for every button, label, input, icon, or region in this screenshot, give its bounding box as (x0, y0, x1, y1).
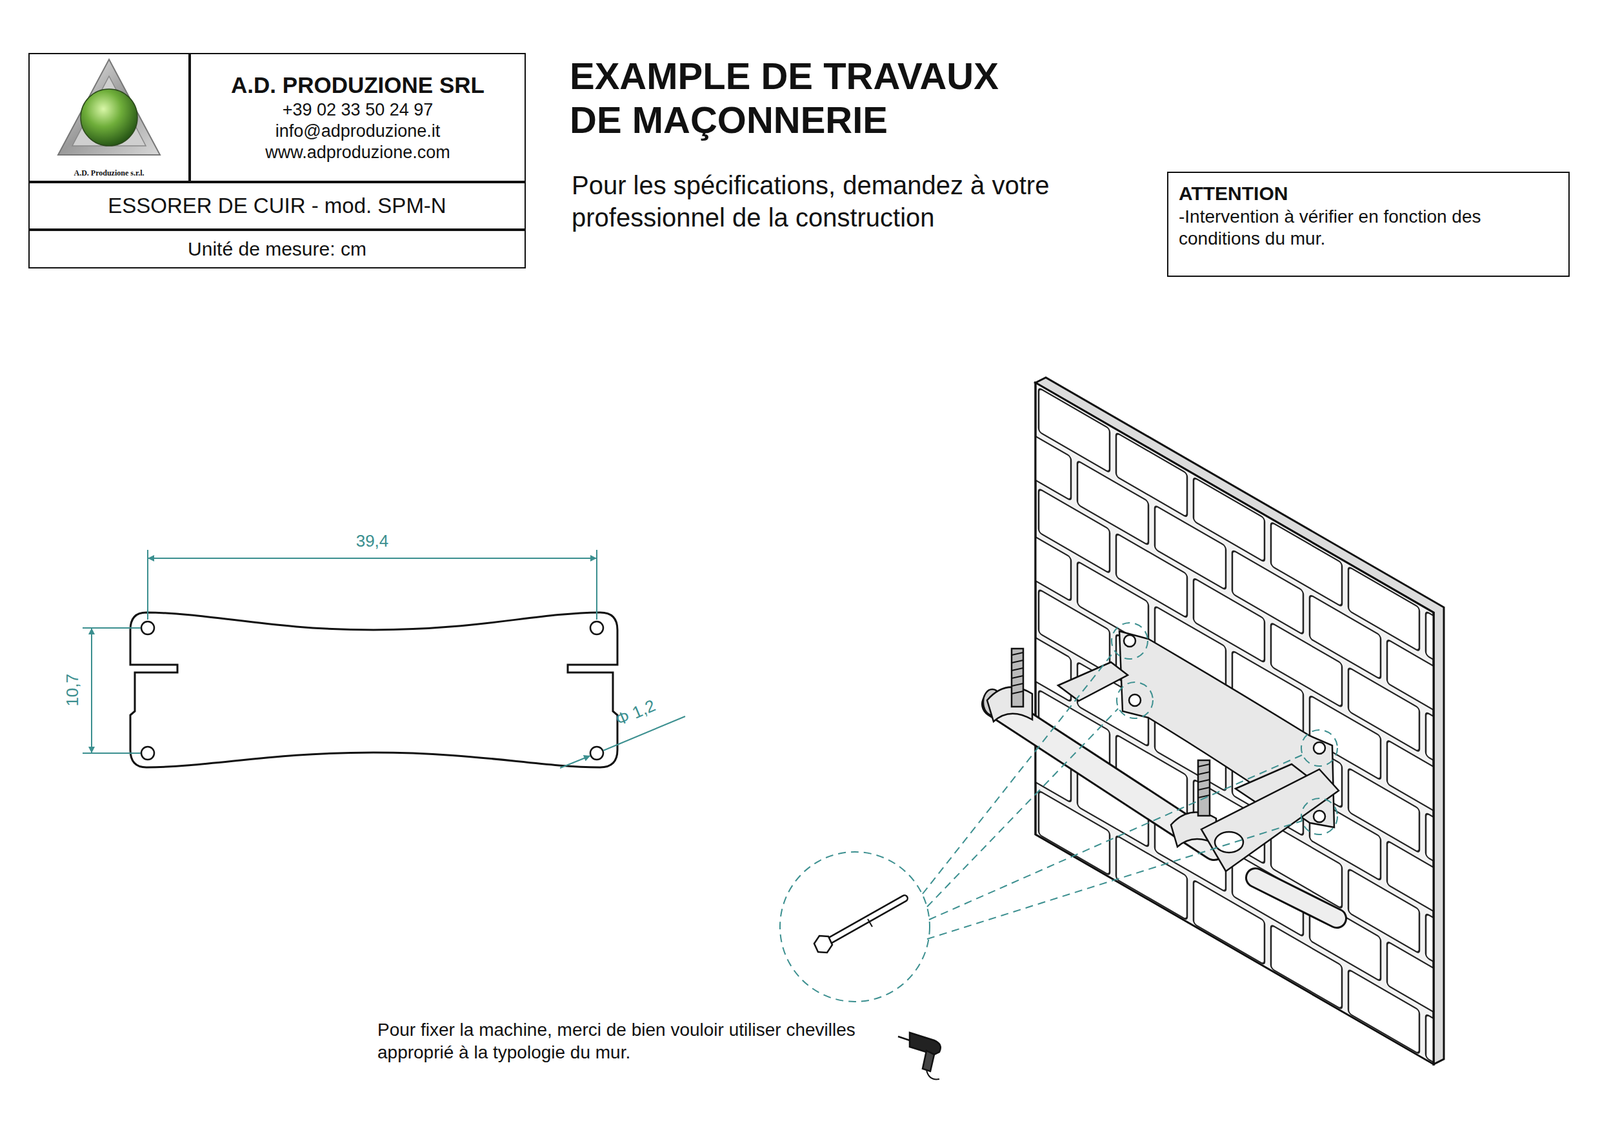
hole-highlight (1111, 622, 1148, 659)
hole (590, 746, 604, 760)
callout-line (927, 820, 1302, 939)
company-cell: A.D. PRODUZIONE SRL+39 02 33 50 24 97inf… (189, 52, 526, 182)
page-title: EXAMPLE DE TRAVAUX DE MAÇONNERIE (569, 54, 1048, 143)
brick (1270, 924, 1342, 1010)
brick (1038, 790, 1110, 875)
cell-text: info@adproduzione.it (275, 120, 441, 142)
callout-line (922, 650, 1115, 894)
model-cell: ESSORER DE CUIR - mod. SPM-N (28, 181, 526, 230)
wall-edge (1035, 382, 1434, 1064)
extension-line (596, 549, 598, 620)
dimension-line (147, 557, 597, 559)
cell-text: +39 02 33 50 24 97 (282, 99, 433, 121)
logo-cell: A.D. Produzione s.r.l. (28, 52, 190, 182)
hole-highlight (1301, 729, 1338, 766)
unit-cell: Unité de mesure: cm (28, 229, 526, 269)
wall-face (1035, 382, 1434, 1064)
brick (1116, 834, 1188, 920)
drill-icon (898, 1032, 941, 1079)
dimension-label: Φ 1,2 (599, 690, 672, 735)
plate-holes (141, 621, 604, 760)
callout-line (927, 708, 1119, 907)
screw-thread-start (867, 918, 873, 927)
bricks (1035, 382, 1434, 1064)
hole-highlight (1301, 798, 1338, 835)
callout-circle (780, 851, 930, 1002)
wall-thickness (1035, 377, 1444, 1064)
handle (1255, 877, 1337, 919)
hole (1313, 810, 1326, 822)
leader-line (560, 755, 591, 768)
extension-line (147, 549, 149, 620)
cell-heading: ESSORER DE CUIR - mod. SPM-N (107, 192, 446, 219)
dimension-lines (82, 549, 686, 768)
brick (1035, 516, 1071, 601)
thread (1011, 652, 1024, 694)
drill-body (909, 1032, 941, 1055)
brick (1035, 415, 1071, 500)
brick (1425, 1013, 1434, 1064)
hole (1123, 634, 1136, 647)
hole (590, 621, 604, 635)
fixing-note: Pour fixer la machine, merci de bien vou… (377, 1018, 888, 1064)
cell-heading: Unité de mesure: cm (187, 237, 367, 262)
thread (1198, 763, 1210, 798)
callout-line (929, 754, 1302, 920)
drill-handle (922, 1050, 935, 1071)
hole (141, 746, 155, 760)
hole (1129, 694, 1141, 706)
screw-callout (780, 622, 1338, 1002)
drill-cord (926, 1069, 940, 1079)
company-logo (58, 59, 160, 155)
dimension-line (90, 627, 93, 753)
logo-inner (72, 76, 146, 146)
cell-text: -Intervention à vérifier en fonction des… (1178, 205, 1559, 250)
screw-head (814, 935, 833, 953)
subtitle: Pour les spécifications, demandez à votr… (571, 169, 1127, 234)
hole (141, 621, 155, 635)
brick-wall (961, 340, 1536, 1124)
cell-heading: ATTENTION (1178, 181, 1288, 206)
threaded-stud (1198, 760, 1210, 816)
arm (1201, 769, 1339, 871)
screw-shaft (829, 898, 905, 941)
brick (1348, 969, 1420, 1054)
drill-bit (898, 1036, 910, 1040)
clamp (987, 687, 1033, 722)
screw (814, 898, 905, 953)
attention-box: ATTENTION-Intervention à vérifier en fon… (1167, 171, 1570, 277)
logo-sphere (80, 89, 138, 146)
screw-shaft-outline (829, 898, 905, 941)
dimension-label: 10,7 (63, 657, 82, 722)
dimension-label: 39,4 (340, 531, 405, 551)
spreader-machine (983, 630, 1339, 919)
handle-outline (1255, 877, 1337, 919)
pivot (1214, 831, 1244, 853)
cell-text: www.adproduzione.com (265, 141, 451, 164)
cell-heading: A.D. Produzione s.r.l. (73, 168, 144, 179)
bracket (1058, 661, 1128, 701)
hole-highlight (1116, 681, 1153, 719)
threaded-stud (1011, 648, 1024, 707)
logo-triangle (58, 59, 160, 155)
cell-heading: A.D. PRODUZIONE SRL (230, 71, 485, 100)
plate-outline (130, 612, 618, 768)
hole (1313, 741, 1326, 754)
brick (1193, 879, 1265, 964)
